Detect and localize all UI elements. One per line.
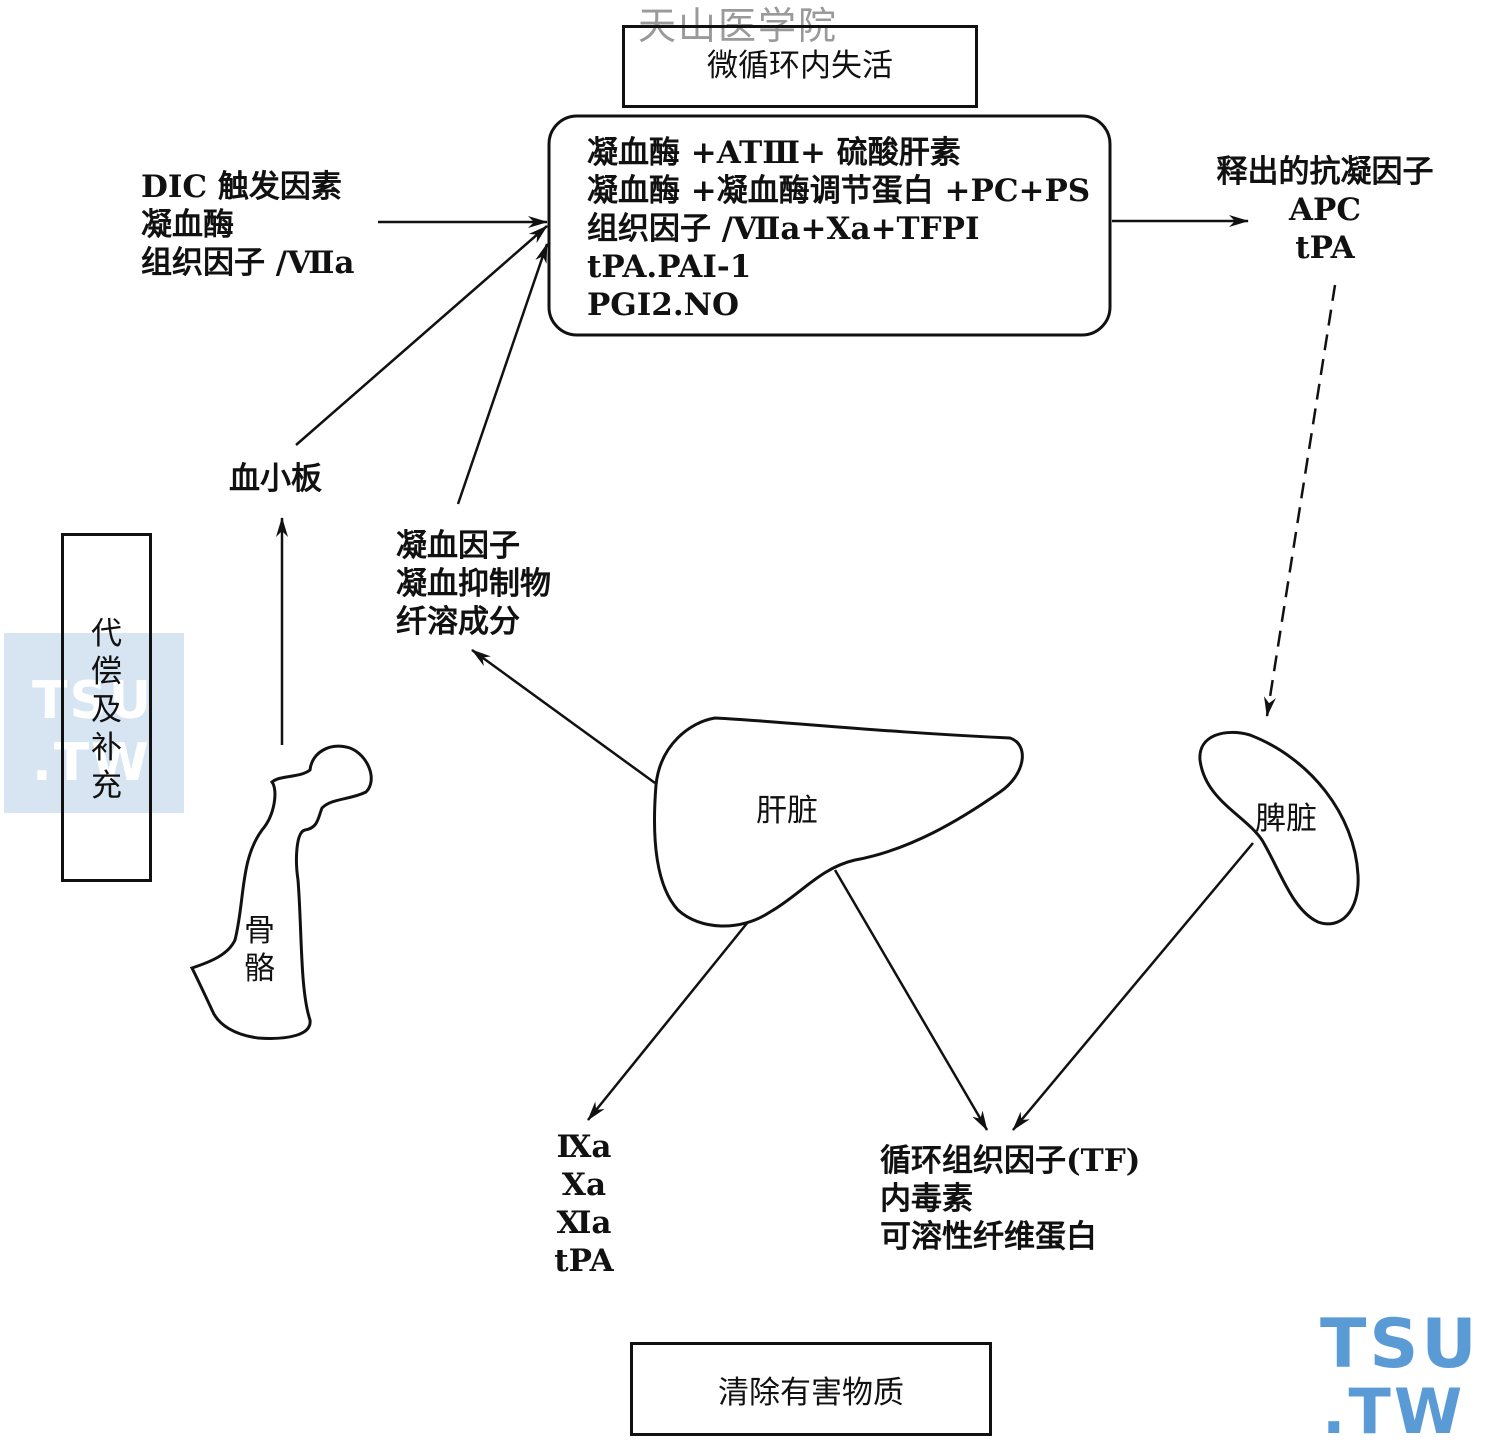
main-line-2: 凝血酶 +凝血酶调节蛋白 +PC+PS: [587, 173, 1091, 209]
bone-shape: [189, 744, 373, 1040]
main-line-1: 凝血酶 +ATⅢ+ 硫酸肝素: [587, 135, 961, 171]
arrow-factors-to-main: [456, 243, 549, 505]
top-box-label: 微循环内失活: [707, 48, 893, 84]
factors-line-1: 凝血因子: [396, 528, 520, 564]
released-line-3: tPA: [1295, 230, 1355, 266]
circulating-substances: 循环组织因子(TF) 内毒素 可溶性纤维蛋白: [880, 1142, 1140, 1256]
activated-line-2: Ⅹa: [561, 1167, 607, 1203]
circulating-line-3: 可溶性纤维蛋白: [880, 1219, 1097, 1255]
platelet-label: 血小板: [229, 461, 322, 497]
faded-logo-line2: .TW: [32, 733, 151, 793]
compensation-char-4: 补: [91, 730, 122, 766]
compensation-char-1: 代: [91, 616, 122, 652]
logo-line1: TSU: [1320, 1305, 1480, 1384]
factors-line-3: 纤溶成分: [396, 604, 520, 640]
bone-char-1: 骨: [244, 913, 275, 949]
arrow-released-to-spleen: [1264, 284, 1337, 717]
released-anticoagulants: 释出的抗凝因子 APC tPA: [1200, 153, 1450, 267]
compensation-char-2: 偿: [91, 654, 122, 690]
watermark-logo: TSU .TW: [1310, 1305, 1490, 1448]
main-box-content: 凝血酶 +ATⅢ+ 硫酸肝素 凝血酶 +凝血酶调节蛋白 +PC+PS 组织因子 …: [587, 134, 1090, 324]
bottom-box-label: 清除有害物质: [718, 1375, 904, 1411]
dic-line-3: 组织因子 /Ⅶa: [141, 245, 355, 281]
activated-line-4: tPA: [554, 1243, 614, 1279]
spleen-label: 脾脏: [1255, 801, 1317, 837]
bone-label: 骨 骼: [244, 912, 275, 988]
liver-label: 肝脏: [756, 793, 818, 829]
arrow-spleen-to-circulating: [1012, 842, 1254, 1131]
circulating-line-2: 内毒素: [880, 1181, 973, 1217]
main-line-5: PGI2.NO: [587, 287, 739, 323]
compensation-text: 代 偿 及 补 充: [61, 615, 152, 805]
compensation-char-5: 充: [91, 768, 122, 804]
spleen-shape: [1198, 730, 1360, 926]
compensation-box: [61, 533, 152, 882]
main-line-4: tPA.PAI-1: [587, 249, 752, 285]
compensation-char-3: 及: [91, 692, 122, 728]
arrow-platelet-to-main: [295, 225, 548, 446]
faded-watermark-logo: TSU .TW: [4, 633, 184, 813]
activated-line-1: Ⅸa: [556, 1129, 612, 1165]
activated-factors: Ⅸa Ⅹa Ⅺa tPA: [552, 1128, 616, 1280]
liver-shape: [653, 716, 1024, 928]
circulating-line-1: 循环组织因子(TF): [880, 1143, 1141, 1179]
arrow-liver-to-circulating: [833, 869, 989, 1131]
faded-logo-line1: TSU: [32, 671, 154, 731]
main-box: [547, 114, 1112, 337]
dic-triggers: DIC 触发因素 凝血酶 组织因子 /Ⅶa: [141, 168, 354, 282]
top-box: [622, 25, 978, 108]
dic-line-1: DIC 触发因素: [141, 169, 342, 205]
arrow-liver-to-activated: [587, 921, 749, 1121]
factors-line-2: 凝血抑制物: [396, 566, 551, 602]
released-line-1: 释出的抗凝因子: [1216, 154, 1434, 190]
dic-line-2: 凝血酶: [141, 207, 234, 243]
released-line-2: APC: [1288, 192, 1362, 228]
logo-line2: .TW: [1322, 1375, 1466, 1448]
activated-line-3: Ⅺa: [556, 1205, 612, 1241]
factors-group: 凝血因子 凝血抑制物 纤溶成分: [396, 527, 551, 641]
bone-char-2: 骼: [244, 951, 275, 987]
arrow-liver-to-factors: [471, 648, 656, 785]
bottom-box: [630, 1342, 992, 1436]
main-line-3: 组织因子 /Ⅶa+Xa+TFPI: [587, 211, 980, 247]
